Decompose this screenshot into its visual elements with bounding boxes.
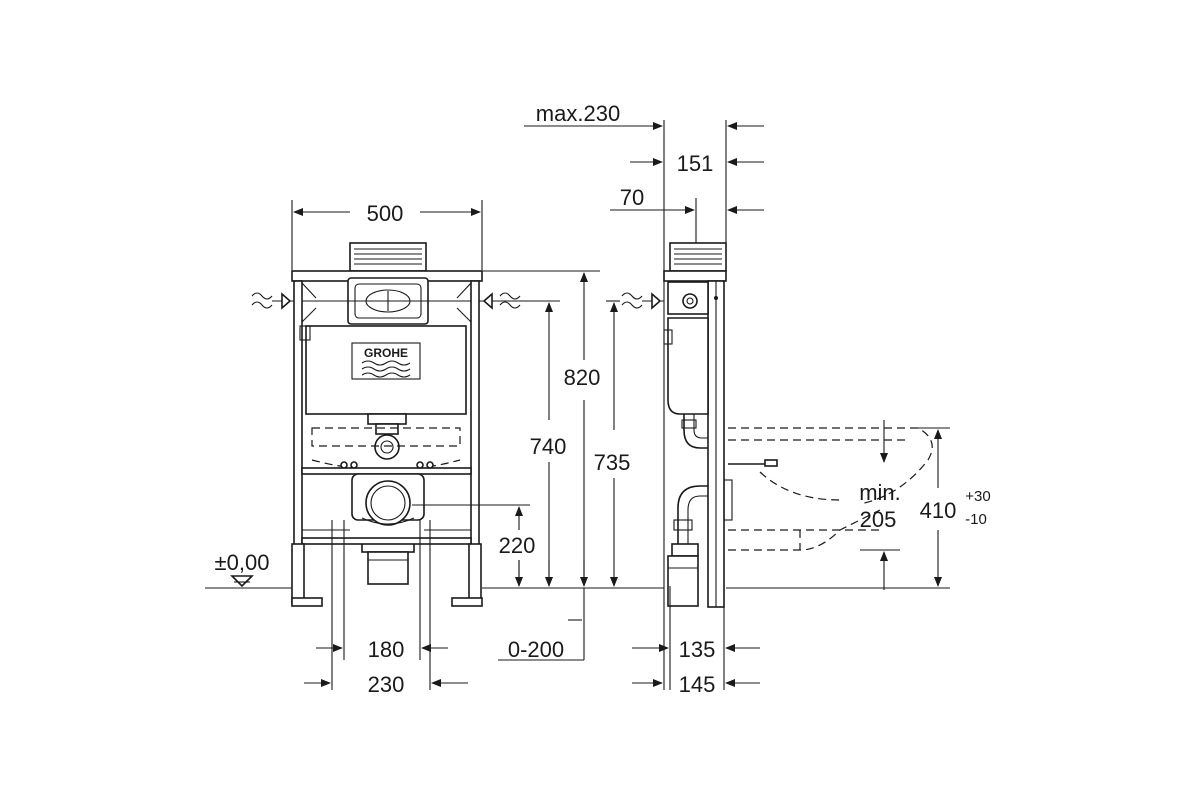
dim-735: 735 xyxy=(594,450,631,475)
dim-410-tol-minus: -10 xyxy=(965,511,987,528)
water-inlet-left xyxy=(251,292,294,310)
dim-70: 70 xyxy=(620,185,644,210)
dim-135: 135 xyxy=(679,637,716,662)
brand-logo: GROHE xyxy=(364,346,408,360)
dim-820: 820 xyxy=(564,365,601,390)
front-view: GROHE xyxy=(251,242,530,690)
dim-500: 500 xyxy=(367,201,404,226)
cistern: GROHE xyxy=(299,325,467,415)
side-view xyxy=(621,242,933,608)
dim-230: 230 xyxy=(368,672,405,697)
dim-zero-level: ±0,00 xyxy=(215,550,270,575)
dim-max-230: max.230 xyxy=(536,101,620,126)
flush-pipe xyxy=(367,413,407,460)
dim-220: 220 xyxy=(499,533,536,558)
flush-plate xyxy=(349,242,427,272)
dim-410-tol-plus: +30 xyxy=(965,488,990,505)
dim-180: 180 xyxy=(368,637,405,662)
dim-205: 205 xyxy=(860,507,897,532)
dim-145: 145 xyxy=(679,672,716,697)
dim-740: 740 xyxy=(530,434,567,459)
dim-410: 410 xyxy=(920,498,957,523)
dim-151: 151 xyxy=(677,151,714,176)
dim-0-200: 0-200 xyxy=(508,637,564,662)
waste-pipe xyxy=(351,473,425,585)
side-dimensions: max.230 151 70 735 410 +30 -10 min. 205 xyxy=(524,101,991,697)
dim-min: min. xyxy=(859,480,901,505)
front-dimensions: 500 820 740 220 ±0,00 180 230 xyxy=(205,200,625,697)
water-inlet-right xyxy=(479,292,521,310)
